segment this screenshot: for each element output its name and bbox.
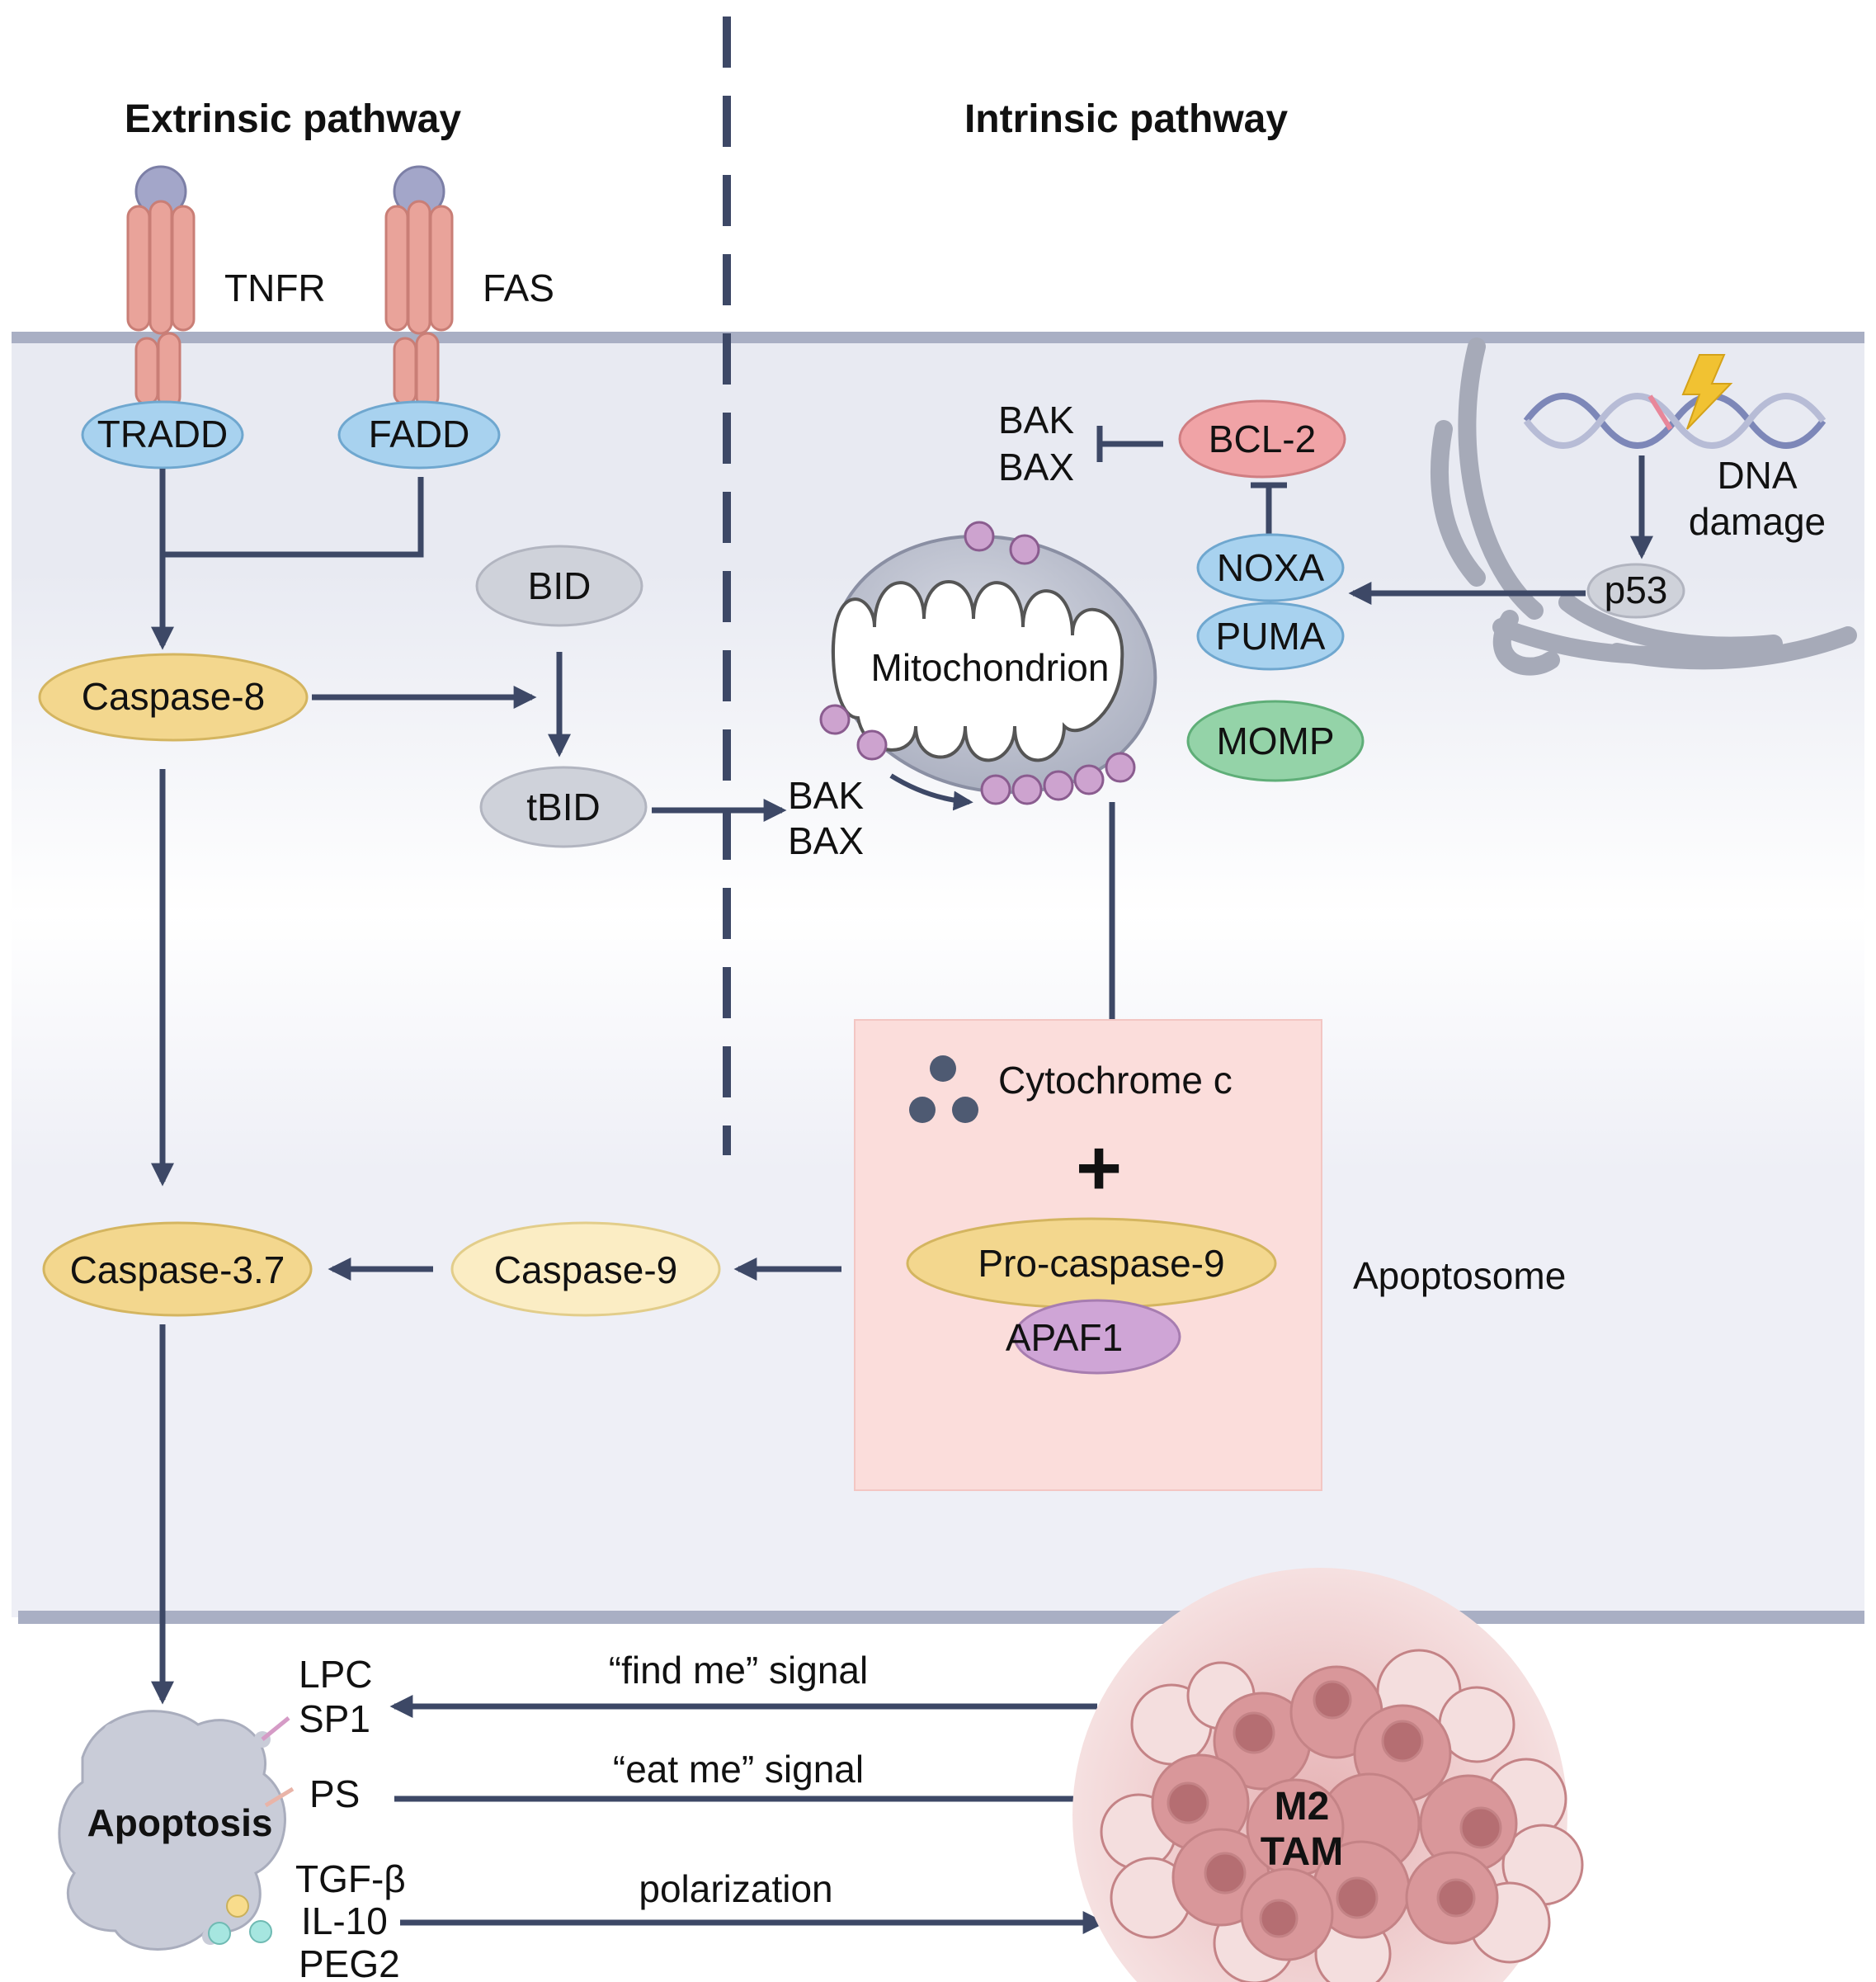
bak-label-upper: BAK	[998, 399, 1074, 441]
bcl2-label: BCL-2	[1209, 418, 1316, 460]
tnfr-receptor	[126, 165, 196, 409]
lightning-bolt-icon	[1681, 354, 1733, 430]
cytochrome-label: Cytochrome c	[998, 1059, 1233, 1102]
momp-node	[1186, 700, 1365, 782]
sp1-label: SP1	[299, 1697, 370, 1740]
dna-helix	[1523, 393, 1827, 449]
mitochondrion	[819, 521, 1157, 811]
fas-label: FAS	[483, 267, 554, 309]
ps-label: PS	[309, 1772, 360, 1815]
puma-node	[1196, 602, 1345, 671]
polarization-label: polarization	[639, 1867, 832, 1910]
adaptor-connector	[159, 469, 424, 558]
m2-tam-cluster	[1072, 1568, 1584, 1982]
peg2-label: PEG2	[299, 1942, 400, 1982]
find-me-label: “find me” signal	[609, 1649, 868, 1692]
cytochrome-c-dots	[909, 1055, 978, 1123]
apoptosome-label: Apoptosome	[1353, 1254, 1566, 1297]
bcl2-node	[1178, 399, 1346, 479]
tam-label: TAM	[1261, 1830, 1343, 1874]
fas-receptor	[384, 165, 454, 409]
bottom-divider	[18, 1611, 1864, 1624]
apoptosis-label: Apoptosis	[87, 1801, 273, 1844]
il10-label: IL-10	[301, 1899, 388, 1942]
caspase8-node	[38, 653, 309, 742]
momp-label: MOMP	[1216, 720, 1334, 762]
procaspase9-label: Pro-caspase-9	[978, 1242, 1224, 1285]
dna-damage-label-1: DNA	[1717, 454, 1797, 497]
tnfr-label: TNFR	[224, 267, 326, 309]
caspase8-label: Caspase-8	[82, 675, 265, 718]
tgfb-label: TGF-β	[295, 1857, 406, 1900]
dna-damage-label-2: damage	[1689, 500, 1826, 543]
caspase9-node	[450, 1221, 721, 1317]
caspase37-node	[42, 1221, 313, 1317]
plus-sign: +	[1076, 1124, 1122, 1212]
apaf1-label: APAF1	[1006, 1316, 1123, 1359]
mitochondrion-label: Mitochondrion	[871, 646, 1110, 689]
lpc-label: LPC	[299, 1653, 372, 1696]
bid-node	[475, 545, 643, 627]
tradd-node	[81, 400, 244, 470]
caspase9-label: Caspase-9	[494, 1248, 677, 1291]
bcl2-inhibits-bakbax	[1096, 426, 1163, 462]
bax-label-lower: BAX	[788, 819, 864, 862]
p53-node	[1586, 563, 1685, 619]
noxa-inhibits-bcl2	[1251, 482, 1287, 535]
fadd-label: FADD	[369, 413, 470, 455]
noxa-label: NOXA	[1217, 546, 1325, 589]
bid-label: BID	[528, 564, 592, 607]
m2-label: M2	[1275, 1785, 1330, 1829]
caspase37-label: Caspase-3.7	[70, 1248, 285, 1291]
puma-label: PUMA	[1216, 615, 1326, 658]
plasma-membrane	[12, 332, 1864, 343]
apoptotic-cell	[58, 1710, 295, 1951]
tbid-label: tBID	[526, 786, 600, 828]
eat-me-label: “eat me” signal	[613, 1748, 864, 1791]
bak-label-lower: BAK	[788, 774, 864, 817]
extrinsic-heading: Extrinsic pathway	[125, 97, 461, 141]
tradd-label: TRADD	[97, 413, 228, 455]
p53-label: p53	[1605, 569, 1668, 611]
apaf1-node	[1013, 1299, 1181, 1375]
endoplasmic-reticulum	[1431, 337, 1857, 676]
bax-label-upper: BAX	[998, 446, 1074, 488]
intrinsic-heading: Intrinsic pathway	[964, 97, 1288, 141]
noxa-node	[1196, 533, 1345, 602]
fadd-node	[337, 400, 501, 470]
tbid-node	[479, 766, 648, 848]
